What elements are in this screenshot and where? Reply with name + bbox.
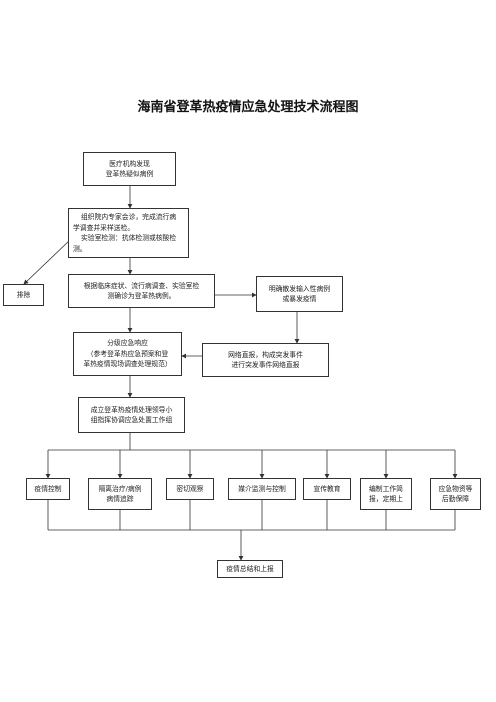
task-close-observation: 密切观察 <box>166 478 214 500</box>
node-leadership: 成立登革热疫情处理领导小 组指挥协调应急处置工作组 <box>78 397 185 433</box>
task-isolation-treatment: 隔离治疗/病例 病情追踪 <box>88 478 152 510</box>
node-summary-report: 疫情总结和上报 <box>217 560 283 578</box>
node-response: 分级应急响应 （参考登革热应急预案和登 革热疫情现场调查处理规范） <box>73 332 182 376</box>
task-health-education: 宣传教育 <box>303 478 351 500</box>
task-vector-control: 媒介监测与控制 <box>228 478 296 500</box>
node-expert-consult: 组织院内专家会诊，完成流行病 学调查并采样送检。 实验室检测：抗体检测或核酸检 … <box>68 208 189 258</box>
node-discover: 医疗机构发现 登革热疑似病例 <box>83 152 176 186</box>
node-exclude: 排除 <box>3 284 44 306</box>
page-title: 海南省登革热疫情应急处理技术流程图 <box>137 100 359 115</box>
task-work-bulletin: 编制工作简 报，定期上 <box>360 478 412 510</box>
task-epidemic-control: 疫情控制 <box>26 478 70 500</box>
task-logistics: 应急物资等 后勤保障 <box>430 478 481 510</box>
node-network-report: 网络直报，构成突发事件 进行突发事件网络直报 <box>202 343 329 377</box>
node-diagnose: 根据临床症状、流行病调查、实验室检 测确诊为登革热病例。 <box>68 274 215 308</box>
node-outbreak: 明确散发输入性病例 或暴发疫情 <box>256 276 343 312</box>
